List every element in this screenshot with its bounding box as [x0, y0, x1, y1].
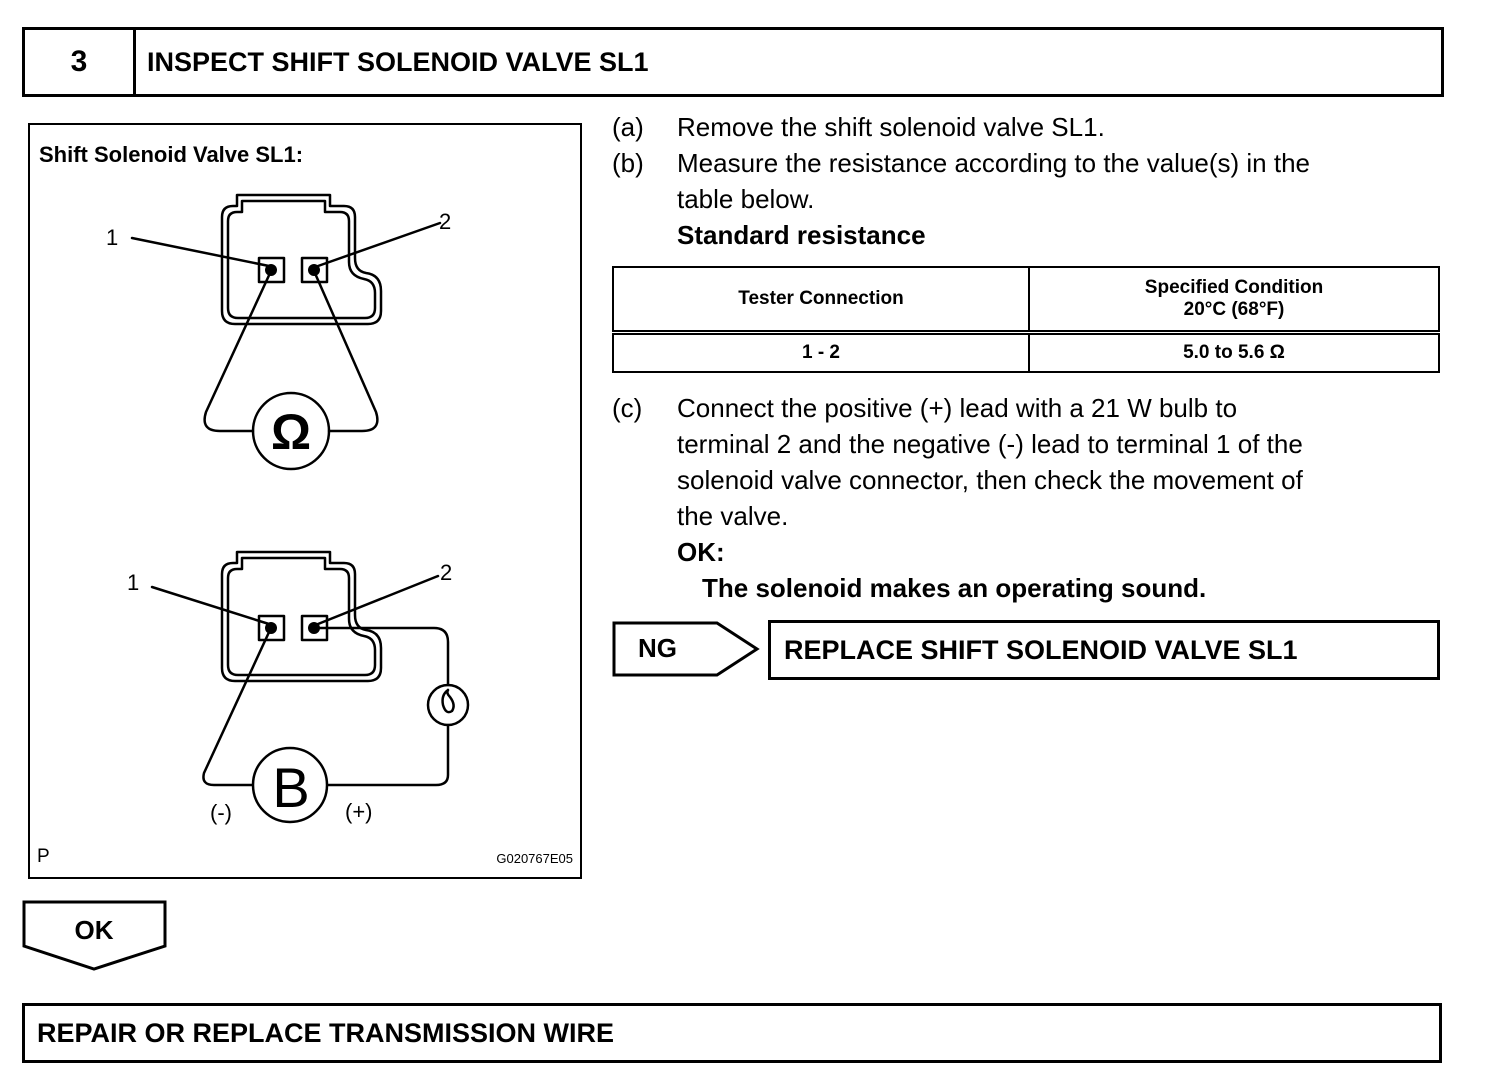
top-terminal-1-dot — [265, 264, 277, 276]
col-header-condition-line1: Specified Condition — [1144, 277, 1324, 298]
ok-criteria: The solenoid makes an operating sound. — [702, 573, 1207, 603]
ohm-lead-right — [312, 269, 379, 433]
ng-branch-arrow[interactable]: NG — [612, 621, 762, 682]
table-row: 1 - 2 5.0 to 5.6 Ω — [612, 331, 1440, 373]
bottom-label-2: 2 — [440, 560, 452, 585]
ng-action-box: REPLACE SHIFT SOLENOID VALVE SL1 — [768, 620, 1440, 680]
battery-lead-bulb-return — [326, 723, 450, 787]
step-a-label: (a) — [612, 112, 644, 142]
resistance-table: Tester Connection Specified Condition 20… — [612, 266, 1440, 373]
standard-resistance-heading: Standard resistance — [677, 220, 926, 250]
solenoid-figure: Shift Solenoid Valve SL1: — [28, 123, 582, 879]
figure-title: Shift Solenoid Valve SL1: — [39, 142, 304, 167]
bottom-leader-2 — [316, 574, 440, 626]
step-c-label: (c) — [612, 393, 643, 423]
cell-condition: 5.0 to 5.6 Ω — [1028, 331, 1440, 373]
bottom-terminal-1-box — [257, 614, 286, 642]
step-a-text: Remove the shift solenoid valve SL1. — [677, 112, 1105, 142]
bulb-filament — [441, 688, 455, 714]
battery-label: B — [272, 756, 309, 819]
ohmmeter-circle — [251, 391, 331, 471]
top-connector-outline — [220, 193, 383, 326]
ok-heading: OK: — [677, 537, 725, 567]
bottom-terminal-1-dot — [265, 622, 277, 634]
ng-arrow-shape: NG — [612, 621, 760, 677]
step-c-text-line2: terminal 2 and the negative (-) lead to … — [677, 429, 1303, 459]
positive-label: (+) — [345, 799, 373, 824]
figure-corner-letter: P — [37, 846, 50, 867]
cell-connection: 1 - 2 — [612, 331, 1030, 373]
step-c-text-line3: solenoid valve connector, then check the… — [677, 465, 1303, 495]
ng-label: NG — [638, 633, 677, 663]
ohm-lead-left — [203, 269, 273, 433]
step-c-text-line4: the valve. — [677, 501, 789, 531]
ok-label: OK — [75, 915, 114, 945]
bottom-connector-inner — [226, 556, 377, 677]
bottom-label-1: 1 — [127, 570, 139, 595]
top-label-2: 2 — [439, 209, 451, 234]
solenoid-diagram: 1 2 Ω 1 2 B (-) (+) — [106, 193, 470, 825]
col-header-condition-line2: 20°C (68°F) — [1183, 299, 1285, 320]
ok-action-box: REPAIR OR REPLACE TRANSMISSION WIRE — [22, 1003, 1442, 1063]
step-b-label: (b) — [612, 148, 644, 178]
step-c-text-line1: Connect the positive (+) lead with a 21 … — [677, 393, 1238, 423]
negative-label: (-) — [210, 800, 232, 825]
top-connector-inner — [226, 199, 377, 320]
ok-arrow-shape: OK — [22, 900, 167, 971]
battery-circle — [251, 746, 329, 824]
top-leader-1 — [130, 236, 271, 268]
figure-code: G020767E05 — [496, 851, 573, 866]
battery-lead-positive — [314, 626, 450, 687]
step-b-text-line1: Measure the resistance according to the … — [677, 148, 1311, 178]
step-header: 3 INSPECT SHIFT SOLENOID VALVE SL1 — [22, 27, 1444, 97]
step-b-text-line2: table below. — [677, 184, 815, 214]
step-title: INSPECT SHIFT SOLENOID VALVE SL1 — [147, 46, 649, 77]
top-terminal-1-box — [257, 256, 286, 284]
bottom-leader-1 — [150, 585, 271, 626]
bottom-terminal-2-dot — [308, 622, 320, 634]
top-leader-2 — [316, 221, 442, 268]
ohm-label: Ω — [271, 404, 311, 460]
battery-lead-negative — [202, 628, 272, 787]
col-header-tester-connection: Tester Connection — [612, 266, 1030, 335]
ok-branch-arrow[interactable]: OK — [22, 900, 168, 977]
step-number: 3 — [25, 30, 136, 94]
col-header-specified-condition: Specified Condition 20°C (68°F) — [1028, 266, 1440, 335]
top-terminal-2-dot — [308, 264, 320, 276]
top-label-1: 1 — [106, 225, 118, 250]
top-terminal-2-box — [300, 256, 329, 284]
bottom-connector-outline — [220, 550, 383, 683]
